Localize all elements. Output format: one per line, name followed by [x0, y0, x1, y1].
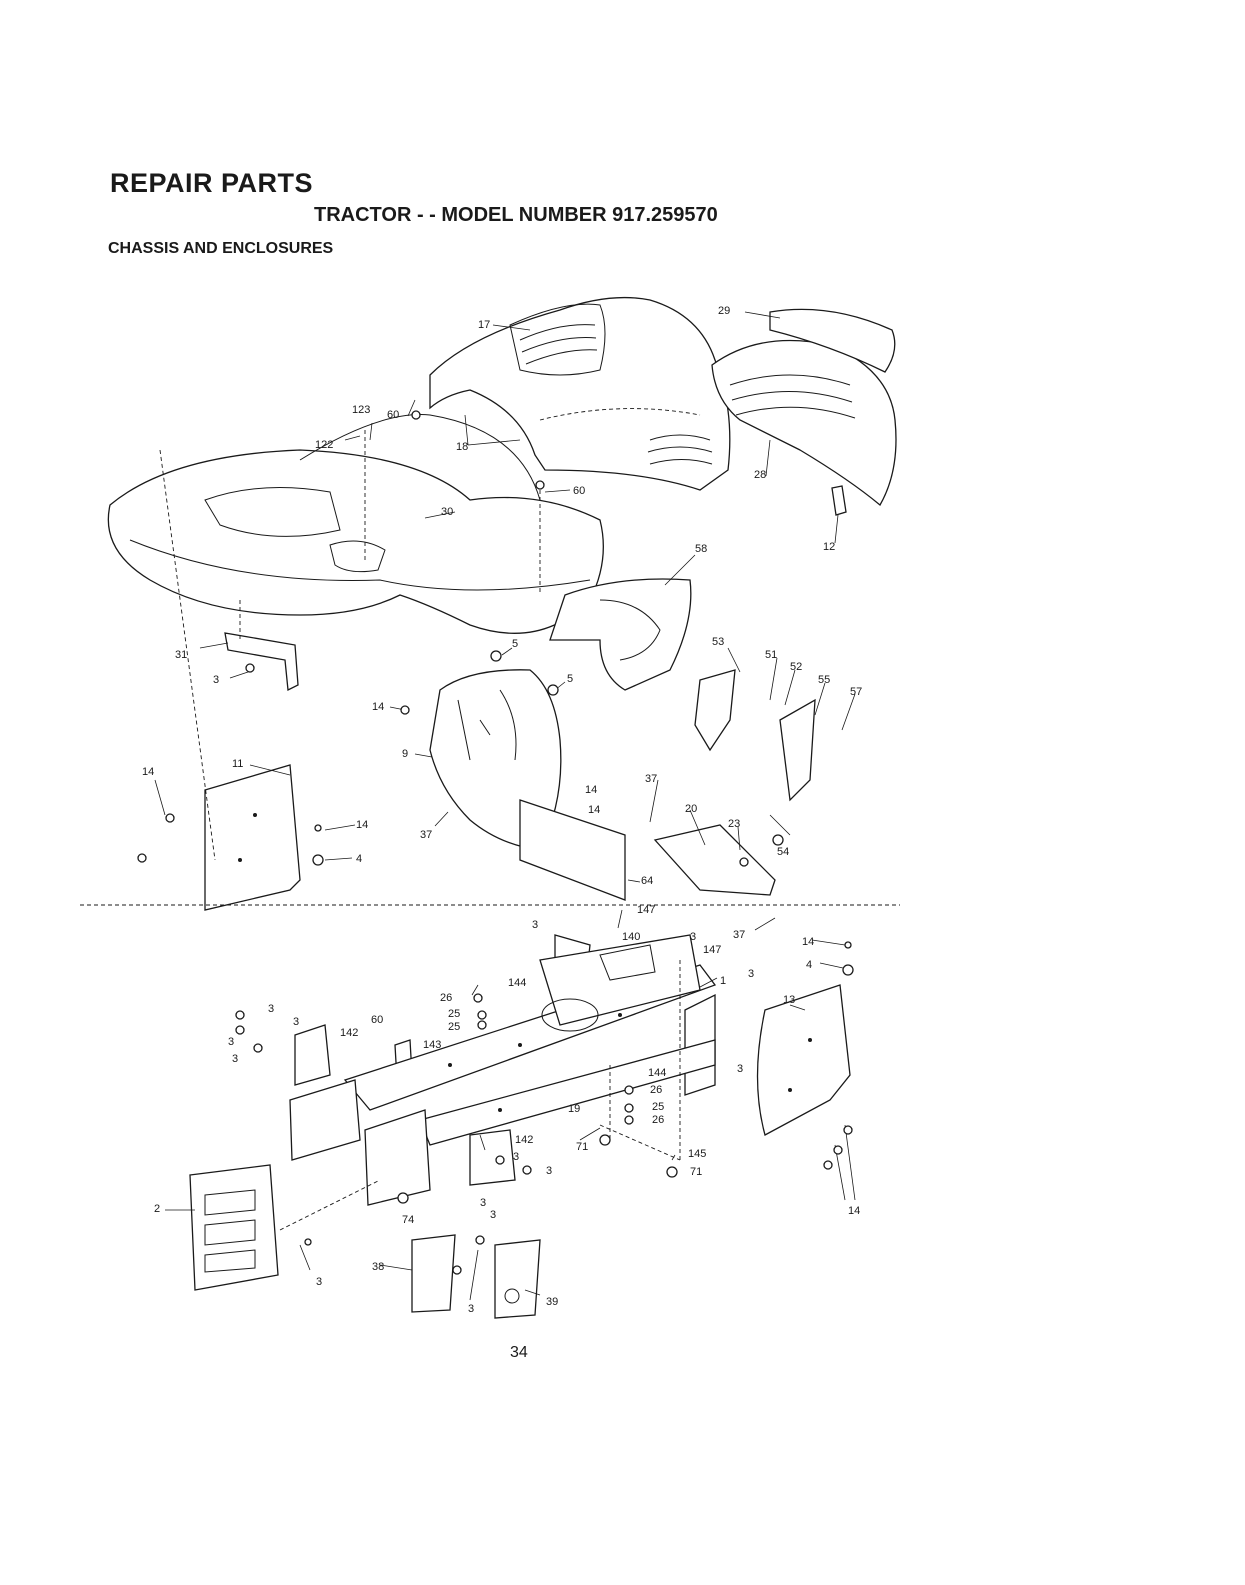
- callout-23: 23: [728, 818, 740, 830]
- callout-54: 54: [777, 846, 789, 858]
- callout-38: 38: [372, 1261, 384, 1273]
- callout-55: 55: [818, 674, 830, 686]
- callout-12: 12: [823, 541, 835, 553]
- callout-144: 144: [648, 1067, 666, 1079]
- callout-3: 3: [232, 1053, 238, 1065]
- callout-3: 3: [690, 931, 696, 943]
- callout-51: 51: [765, 649, 777, 661]
- callout-142: 142: [515, 1134, 533, 1146]
- callout-140: 140: [622, 931, 640, 943]
- callout-3: 3: [316, 1276, 322, 1288]
- callout-4: 4: [356, 853, 362, 865]
- callout-13: 13: [783, 994, 795, 1006]
- front-bumper-part: [190, 1165, 278, 1290]
- callout-14: 14: [848, 1205, 860, 1217]
- callout-5: 5: [512, 638, 518, 650]
- left-side-panel-part: [205, 765, 300, 910]
- hood-part: [430, 298, 730, 490]
- callout-57: 57: [850, 686, 862, 698]
- callout-3: 3: [546, 1165, 552, 1177]
- callout-3: 3: [213, 674, 219, 686]
- callout-3: 3: [513, 1151, 519, 1163]
- callout-25: 25: [652, 1101, 664, 1113]
- callout-29: 29: [718, 305, 730, 317]
- callout-147: 147: [703, 944, 721, 956]
- callout-3: 3: [228, 1036, 234, 1048]
- callout-9: 9: [402, 748, 408, 760]
- callout-25: 25: [448, 1021, 460, 1033]
- callout-28: 28: [754, 469, 766, 481]
- callout-14: 14: [585, 784, 597, 796]
- callout-123: 123: [352, 404, 370, 416]
- callout-26: 26: [652, 1114, 664, 1126]
- callout-19: 19: [568, 1103, 580, 1115]
- callout-37: 37: [645, 773, 657, 785]
- callout-144: 144: [508, 977, 526, 989]
- callout-18: 18: [456, 441, 468, 453]
- callout-142: 142: [340, 1027, 358, 1039]
- callout-3: 3: [532, 919, 538, 931]
- callout-14: 14: [802, 936, 814, 948]
- callout-60: 60: [573, 485, 585, 497]
- callout-3: 3: [748, 968, 754, 980]
- callout-60: 60: [387, 409, 399, 421]
- callout-52: 52: [790, 661, 802, 673]
- callout-3: 3: [293, 1016, 299, 1028]
- callout-37: 37: [733, 929, 745, 941]
- callout-3: 3: [490, 1209, 496, 1221]
- callout-4: 4: [806, 959, 812, 971]
- callout-5: 5: [567, 673, 573, 685]
- callout-60: 60: [371, 1014, 383, 1026]
- callout-14: 14: [588, 804, 600, 816]
- callout-53: 53: [712, 636, 724, 648]
- callout-3: 3: [268, 1003, 274, 1015]
- callout-3: 3: [468, 1303, 474, 1315]
- callout-11: 11: [232, 758, 243, 770]
- page-number: 34: [510, 1344, 528, 1362]
- callout-3: 3: [737, 1063, 743, 1075]
- callout-3: 3: [480, 1197, 486, 1209]
- callout-58: 58: [695, 543, 707, 555]
- callout-20: 20: [685, 803, 697, 815]
- fender-part: [108, 415, 603, 634]
- callout-71: 71: [690, 1166, 702, 1178]
- callout-26: 26: [440, 992, 452, 1004]
- callout-145: 145: [688, 1148, 706, 1160]
- callout-30: 30: [441, 506, 453, 518]
- callout-26: 26: [650, 1084, 662, 1096]
- callout-64: 64: [641, 875, 653, 887]
- callout-71: 71: [576, 1141, 588, 1153]
- callout-14: 14: [372, 701, 384, 713]
- callout-14: 14: [142, 766, 154, 778]
- callout-147: 147: [637, 904, 655, 916]
- callout-1: 1: [720, 975, 726, 987]
- callout-39: 39: [546, 1296, 558, 1308]
- callout-74: 74: [402, 1214, 414, 1226]
- callout-14: 14: [356, 819, 368, 831]
- callout-17: 17: [478, 319, 490, 331]
- callout-31: 31: [175, 649, 187, 661]
- callout-143: 143: [423, 1039, 441, 1051]
- callout-25: 25: [448, 1008, 460, 1020]
- callout-122: 122: [315, 439, 333, 451]
- callout-2: 2: [154, 1203, 160, 1215]
- right-side-panel-part: [758, 985, 851, 1135]
- callout-37: 37: [420, 829, 432, 841]
- grille-part: [712, 309, 896, 515]
